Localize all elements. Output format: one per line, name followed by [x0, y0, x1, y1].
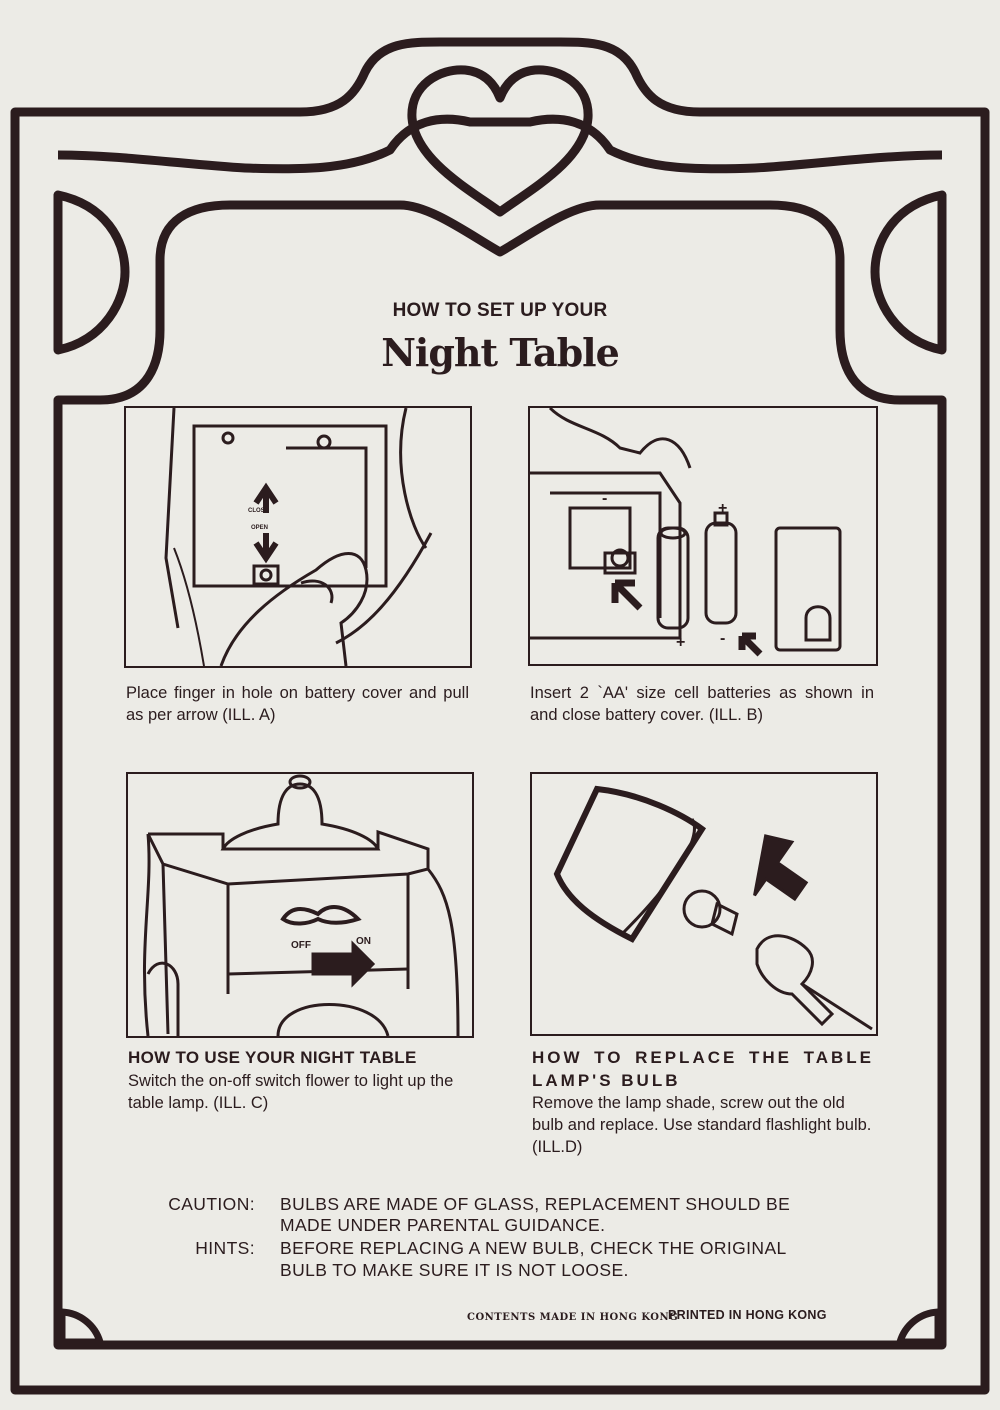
step-d-caption: Remove the lamp shade, screw out the old…	[532, 1094, 872, 1156]
arrow-down-right-icon	[753, 834, 809, 902]
off-label: OFF	[291, 940, 311, 951]
corner-ornament-bottom-left	[58, 1308, 104, 1346]
plus-label-1: +	[718, 500, 728, 517]
battery-cell-2	[704, 521, 738, 625]
arrow-up-icon	[253, 482, 279, 513]
lamp-base	[220, 782, 381, 851]
caution-line-2: MADE UNDER PARENTAL GUIDANCE.	[280, 1215, 606, 1235]
use-heading: HOW TO USE YOUR NIGHT TABLE	[128, 1048, 417, 1067]
battery-cover	[192, 424, 388, 588]
table-side-outline	[164, 408, 180, 629]
replace-bulb-heading: HOW TO REPLACE THE TABLE LAMP'S BULB	[532, 1048, 874, 1090]
finger	[219, 552, 369, 666]
open-label: OPEN	[251, 525, 269, 531]
illustration-a-panel: CLOSE OPEN	[124, 406, 472, 668]
step-a-caption: Place finger in hole on battery cover an…	[126, 684, 469, 724]
corner-ornament-bottom-right	[896, 1308, 942, 1346]
hints-line-1: BEFORE REPLACING A NEW BULB, CHECK THE O…	[280, 1238, 787, 1258]
inner-band	[57, 114, 943, 174]
subtitle: HOW TO SET UP YOUR	[392, 300, 608, 321]
corner-ornament-top-right	[870, 190, 947, 355]
lamp-shade	[553, 785, 707, 943]
hints-label: HINTS:	[115, 1237, 255, 1260]
minus-label-2: -	[720, 630, 726, 647]
battery-compartment	[530, 471, 682, 640]
table-top	[146, 829, 430, 886]
heart-icon	[407, 65, 593, 217]
contents-origin: CONTENTS MADE IN HONG KONG	[467, 1312, 679, 1323]
page-title: Night Table	[381, 330, 620, 375]
inner-border	[53, 200, 947, 1350]
outer-border	[10, 37, 990, 1395]
caution-line-1: BULBS ARE MADE OF GLASS, REPLACEMENT SHO…	[280, 1194, 791, 1214]
battery-cover-removed	[774, 526, 842, 652]
step-b-caption: Insert 2 `AA' size cell batteries as sho…	[530, 684, 874, 724]
hints-label-text: HINTS:	[195, 1238, 255, 1258]
arrow-icon	[738, 632, 763, 657]
plus-label-2: +	[676, 634, 686, 651]
corner-ornament-top-left	[53, 190, 130, 355]
minus-label-1: -	[602, 490, 608, 507]
caution-label: CAUTION:	[115, 1193, 255, 1216]
hints-line-2: BULB TO MAKE SURE IT IS NOT LOOSE.	[280, 1260, 629, 1280]
screw	[252, 564, 280, 586]
bulb	[682, 889, 722, 929]
arrow-down-icon	[253, 533, 279, 564]
caution-label-text: CAUTION:	[168, 1194, 255, 1214]
on-label: ON	[356, 936, 371, 947]
battery-cell-1	[656, 526, 690, 630]
close-label: CLOSE	[248, 508, 269, 514]
printed-origin: PRINTED IN HONG KONG	[668, 1308, 827, 1322]
illustration-b-panel: - + + -	[528, 406, 878, 666]
illustration-d-panel	[530, 772, 878, 1036]
illustration-c-panel: OFF ON	[126, 772, 474, 1038]
on-arrow-icon	[311, 940, 376, 988]
lamp-socket	[755, 934, 835, 1027]
arrow-pointer-icon	[611, 579, 643, 611]
switch-flower-icon	[280, 905, 362, 926]
step-c-caption: Switch the on-off switch flower to light…	[128, 1072, 454, 1112]
